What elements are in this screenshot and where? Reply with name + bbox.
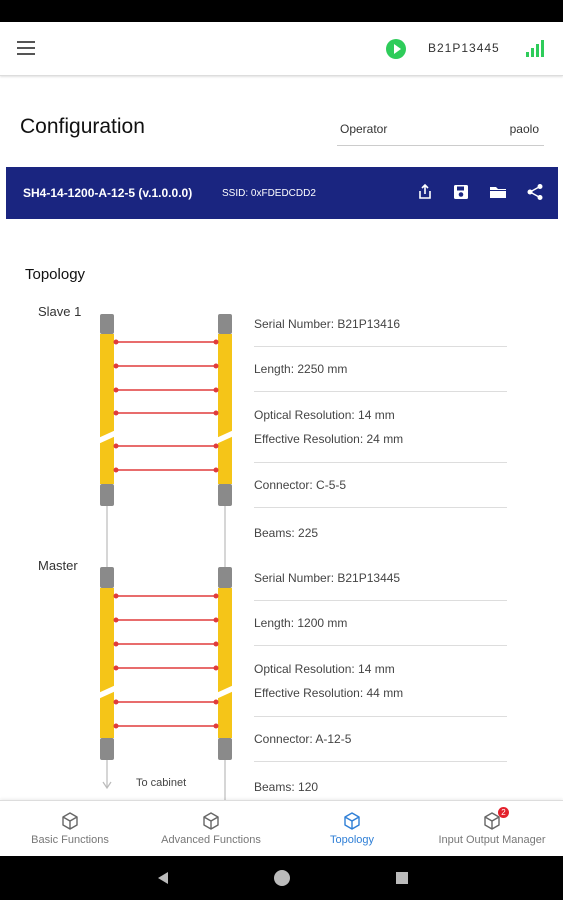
slave-beams: Beams: 225 (254, 526, 319, 540)
nav-label: Topology (329, 834, 375, 846)
slave-optical-resolution: Optical Resolution: 14 mm (254, 408, 395, 422)
cube-icon (203, 812, 219, 830)
bottom-navigation: Basic Functions Advanced Functions Topol… (0, 800, 563, 856)
device-ssid: SSID: 0xFDEDCDD2 (222, 188, 316, 199)
nav-input-output-manager[interactable]: 2 Input Output Manager (428, 801, 556, 856)
divider (254, 462, 507, 463)
divider (254, 716, 507, 717)
master-label: Master (38, 558, 78, 573)
share-upload-icon[interactable] (416, 183, 434, 201)
master-effective-resolution: Effective Resolution: 44 mm (254, 686, 404, 700)
system-navigation-bar (0, 856, 563, 900)
device-info-bar: SH4-14-1200-A-12-5 (v.1.0.0.0) SSID: 0xF… (6, 167, 558, 219)
nav-label: Basic Functions (31, 834, 109, 846)
back-icon[interactable] (158, 872, 168, 884)
divider (254, 645, 507, 646)
slave-label: Slave 1 (38, 304, 82, 319)
play-status-icon[interactable] (386, 39, 406, 59)
master-beams: Beams: 120 (254, 780, 319, 794)
divider (254, 761, 507, 762)
hamburger-menu-icon[interactable] (17, 41, 35, 55)
device-id: B21P13445 (428, 41, 500, 55)
topology-title: Topology (25, 266, 86, 283)
slave-connector: Connector: C-5-5 (254, 478, 347, 492)
cube-icon (484, 812, 500, 830)
nav-advanced-functions[interactable]: Advanced Functions (150, 801, 272, 856)
nav-basic-functions[interactable]: Basic Functions (10, 801, 130, 856)
device-model: SH4-14-1200-A-12-5 (v.1.0.0.0) (23, 186, 193, 200)
top-app-bar: B21P13445 (0, 22, 563, 76)
nav-topology[interactable]: Topology (312, 801, 392, 856)
master-curtain (96, 567, 236, 760)
slave-curtain (96, 314, 236, 506)
master-serial: Serial Number: B21P13445 (254, 571, 401, 585)
slave-length: Length: 2250 mm (254, 362, 348, 376)
folder-icon[interactable] (489, 183, 507, 201)
master-optical-resolution: Optical Resolution: 14 mm (254, 662, 395, 676)
divider (254, 600, 507, 601)
cube-icon (344, 812, 360, 830)
share-icon[interactable] (526, 183, 544, 201)
nav-label: Advanced Functions (161, 834, 261, 846)
divider (254, 346, 507, 347)
operator-value: paolo (509, 122, 539, 136)
recent-apps-icon[interactable] (396, 872, 408, 884)
slave-serial: Serial Number: B21P13416 (254, 317, 401, 331)
cube-icon (62, 812, 78, 830)
slave-effective-resolution: Effective Resolution: 24 mm (254, 432, 404, 446)
page-title: Configuration (20, 115, 145, 138)
save-icon[interactable] (452, 183, 470, 201)
signal-strength-icon (526, 39, 548, 57)
home-icon[interactable] (274, 870, 290, 886)
divider (254, 507, 507, 508)
operator-field[interactable]: Operator paolo (337, 116, 544, 146)
to-cabinet-label: To cabinet (136, 777, 187, 789)
app-screen: B21P13445 Configuration Operator paolo S… (0, 22, 563, 856)
divider (254, 391, 507, 392)
master-connector: Connector: A-12-5 (254, 732, 352, 746)
nav-label: Input Output Manager (438, 834, 546, 846)
light-curtain-diagram (96, 314, 236, 800)
master-length: Length: 1200 mm (254, 616, 348, 630)
operator-label: Operator (340, 122, 388, 136)
notification-badge: 2 (498, 807, 509, 818)
